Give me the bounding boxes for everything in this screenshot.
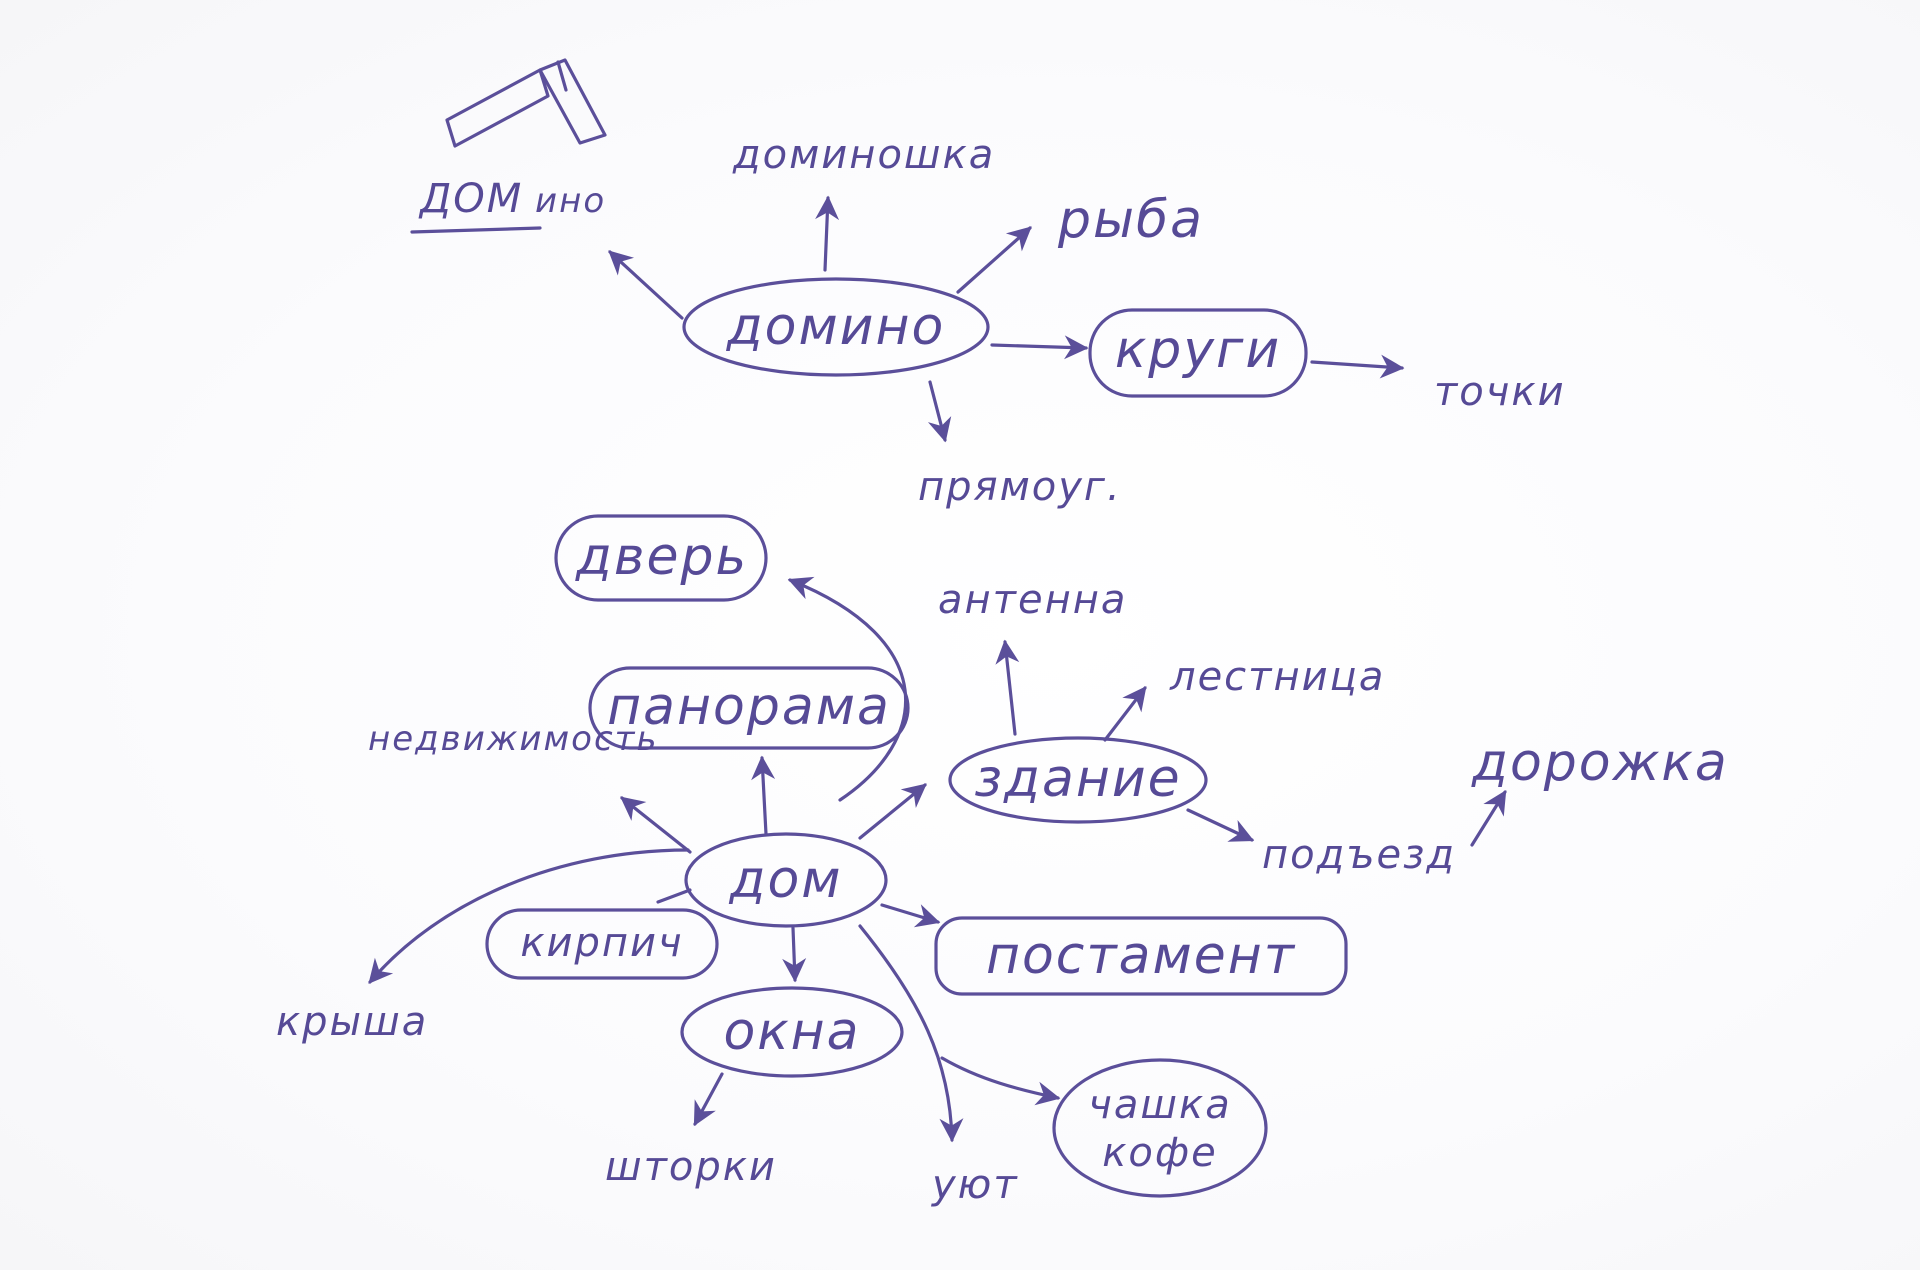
node-chashka-label: чашка xyxy=(1088,1082,1231,1128)
node-postament-label: постамент xyxy=(986,926,1296,986)
arrow-tochki xyxy=(1310,354,1405,379)
node-kofe-label: кофе xyxy=(1102,1130,1217,1176)
node-postament: постамент xyxy=(934,916,1348,996)
node-zdanie: здание xyxy=(948,736,1208,824)
arrow-zdanie xyxy=(858,783,927,840)
domino-sketch-icon xyxy=(445,58,607,148)
node-okna-label: окна xyxy=(723,1002,860,1062)
node-domino-label: домино xyxy=(726,297,946,357)
node-dom: дом xyxy=(684,832,888,928)
node-domino: домино xyxy=(682,277,990,377)
arrow-nedvizhimost xyxy=(620,796,692,854)
node-dom-label: дом xyxy=(729,850,843,910)
underline-divider xyxy=(410,226,542,234)
arrow-okna xyxy=(782,926,807,983)
label-pryamoug: прямоуг. xyxy=(918,464,1122,510)
label-dominoshka: доминошка xyxy=(732,132,995,178)
label-shtorki: шторки xyxy=(605,1144,777,1190)
arrow-dver xyxy=(787,576,908,802)
node-zdanie-label: здание xyxy=(974,749,1181,809)
node-dver-label: дверь xyxy=(575,527,748,587)
node-panorama: панорама xyxy=(588,666,910,750)
arrow-krysha xyxy=(368,848,690,984)
arrow-panorama xyxy=(751,755,776,836)
label-dorozhka: дорожка xyxy=(1471,733,1729,793)
arrow-chashka-kofe xyxy=(940,1056,1061,1106)
arrow-postament xyxy=(880,903,941,928)
arrow-shtorki xyxy=(693,1072,724,1127)
arrow-uyut xyxy=(858,924,964,1143)
node-kirpich: кирпич xyxy=(485,908,719,980)
label-lestnitsa: лестница xyxy=(1169,654,1385,700)
node-krugi-label: круги xyxy=(1115,320,1281,380)
label-ryba: рыба xyxy=(1057,190,1204,250)
domino-wordplay-dom: ДОМ xyxy=(418,176,523,222)
node-kirpich-label: кирпич xyxy=(520,920,683,966)
arrow-pryamoug xyxy=(927,380,952,443)
arrow-podezd xyxy=(1186,808,1255,842)
label-krysha: крыша xyxy=(276,999,428,1045)
arrow-lestnitsa xyxy=(1103,686,1147,742)
arrow-antenna xyxy=(995,639,1020,736)
label-nedvizhimost: недвижимость xyxy=(368,719,659,759)
arrow-dominoshka xyxy=(815,195,840,272)
label-podezd: подъезд xyxy=(1262,832,1456,878)
arrow-krugi xyxy=(990,335,1089,360)
arrow-domino-wordplay xyxy=(608,250,684,320)
arrow-ryba xyxy=(956,226,1032,294)
label-uyut: уют xyxy=(931,1162,1019,1208)
node-okna: окна xyxy=(680,986,904,1078)
node-krugi: круги xyxy=(1088,308,1308,398)
node-chashka-kofe: чашка кофе xyxy=(1052,1058,1268,1198)
node-panorama-label: панорама xyxy=(607,677,891,737)
label-tochki: точки xyxy=(1434,369,1566,415)
domino-wordplay-ino: ино xyxy=(535,181,606,221)
node-dver: дверь xyxy=(554,514,768,602)
arrow-dorozhka xyxy=(1470,789,1507,847)
line-kirpich xyxy=(656,888,692,904)
label-antenna: антенна xyxy=(938,577,1127,623)
